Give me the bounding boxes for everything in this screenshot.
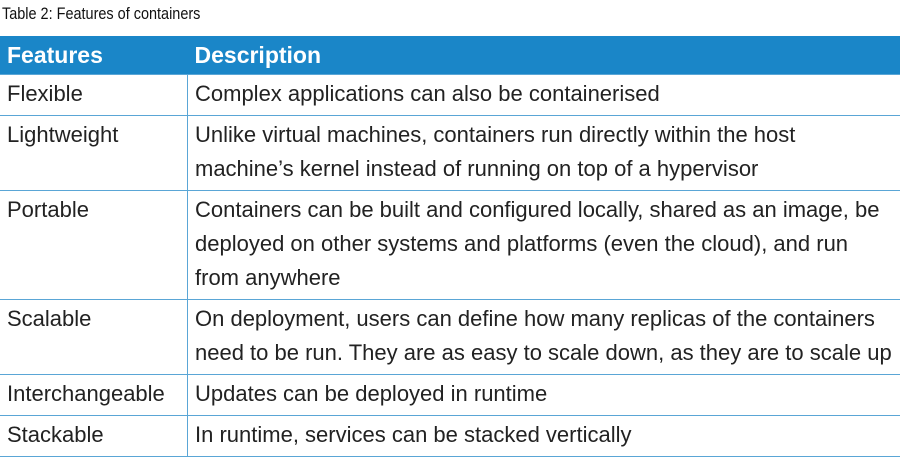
header-description: Description xyxy=(187,36,900,75)
description-cell: Unlike virtual machines, containers run … xyxy=(187,115,900,191)
feature-cell: Lightweight xyxy=(0,115,188,191)
description-cell: Containers can be built and configured l… xyxy=(187,190,900,300)
description-cell: Updates can be deployed in runtime xyxy=(187,374,900,416)
feature-cell: Flexible xyxy=(0,74,188,116)
description-cell: In runtime, services can be stacked vert… xyxy=(187,415,900,457)
feature-cell: Stackable xyxy=(0,415,188,457)
table-caption: Table 2: Features of containers xyxy=(2,4,201,23)
feature-cell: Portable xyxy=(0,190,188,300)
feature-cell: Scalable xyxy=(0,299,188,375)
header-row: Features Description xyxy=(0,36,900,75)
feature-cell: Interchangeable xyxy=(0,374,188,416)
description-cell: Complex applications can also be contain… xyxy=(187,74,900,116)
description-cell: On deployment, users can define how many… xyxy=(187,299,900,375)
header-features: Features xyxy=(0,36,188,75)
